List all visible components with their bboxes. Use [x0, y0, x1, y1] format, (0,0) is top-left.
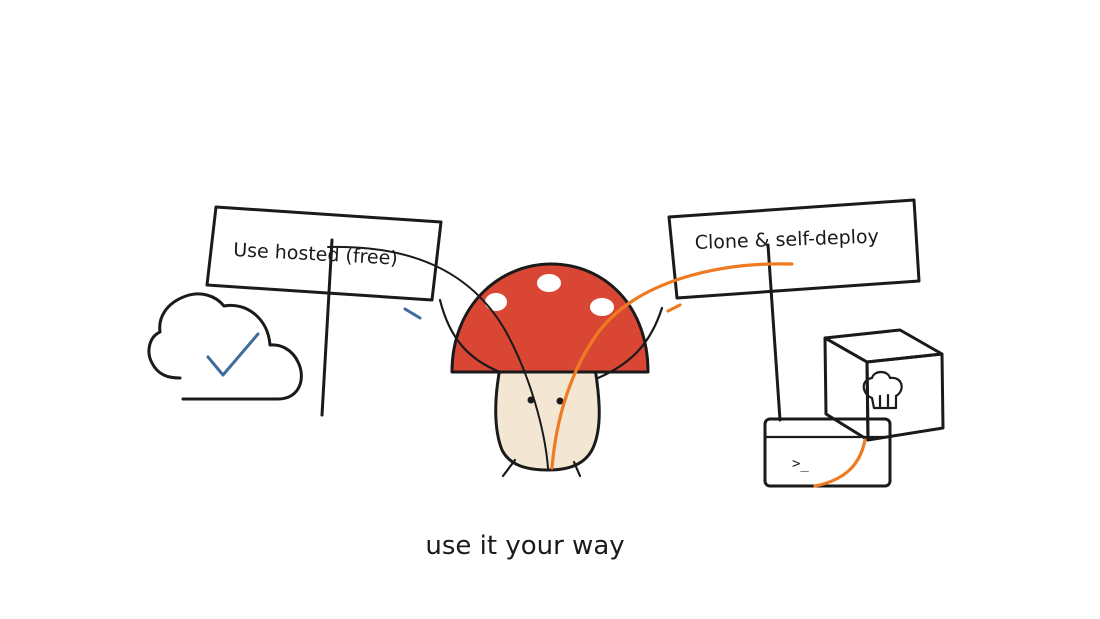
self-deploy-sign: Clone & self-deploy: [667, 198, 921, 422]
terminal-prompt: >_: [792, 456, 809, 472]
chef-hat-icon: [862, 370, 903, 410]
mushroom-cap: [450, 262, 650, 374]
checkmark-icon: [206, 332, 260, 377]
hosted-sign-label: Use hosted (free): [233, 239, 399, 270]
mushroom-eye-right: [556, 397, 564, 405]
mushroom-character: [438, 262, 664, 478]
caption: use it your way: [425, 531, 624, 561]
mushroom-stem: [494, 366, 601, 472]
motion-strokes: [327, 245, 867, 488]
cloud-icon: [147, 292, 303, 401]
box-icon: [823, 328, 945, 442]
terminal-icon: >_: [763, 417, 892, 488]
self-deploy-sign-label: Clone & self-deploy: [694, 226, 879, 254]
